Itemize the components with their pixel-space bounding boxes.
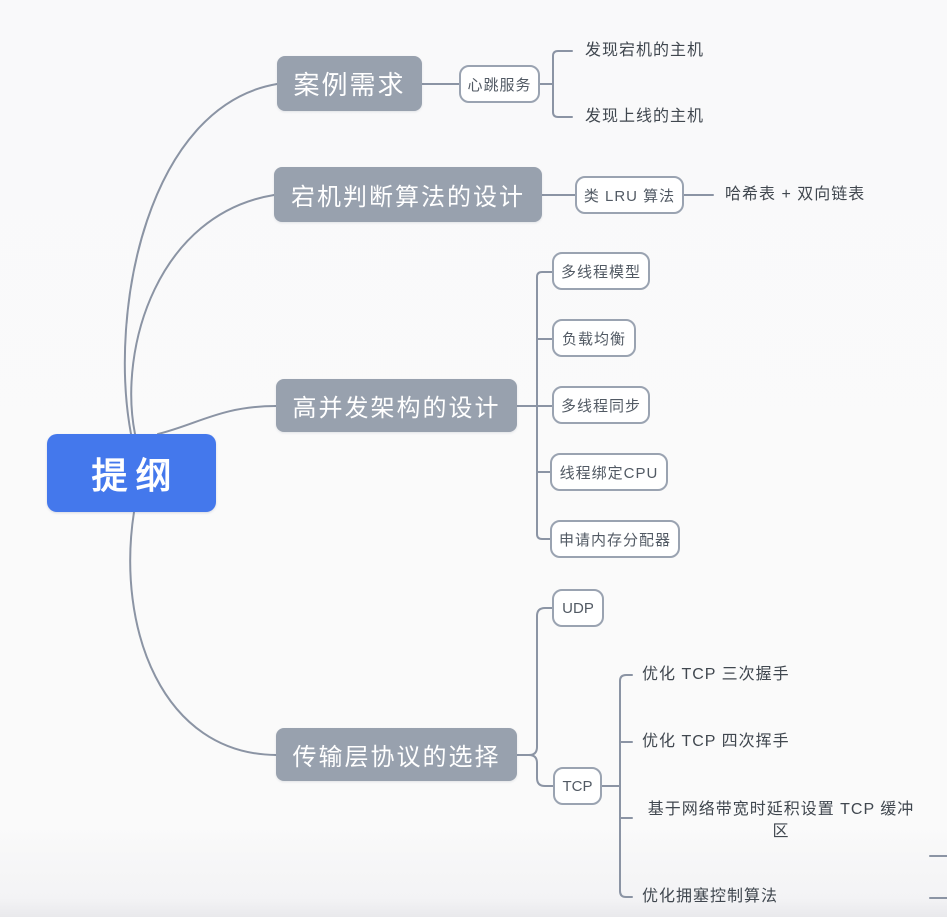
node-multithread-model[interactable]: 多线程模型 <box>552 252 650 290</box>
curve-root-to-transport-protocol <box>129 511 277 756</box>
node-lru-like-algorithm[interactable]: 类 LRU 算法 <box>575 176 684 214</box>
node-multithread-sync[interactable]: 多线程同步 <box>552 386 650 424</box>
leaf-discover-down-hosts[interactable]: 发现宕机的主机 <box>585 42 705 59</box>
curve-root-to-high-concurrency <box>157 405 277 435</box>
fork-to-tcp <box>528 754 554 787</box>
leaf-optimize-congestion-control[interactable]: 优化拥塞控制算法 <box>642 888 779 905</box>
fork-to-udp <box>528 607 553 756</box>
node-tcp[interactable]: TCP <box>553 767 602 805</box>
leaf-optimize-tcp-handshake[interactable]: 优化 TCP 三次握手 <box>642 666 790 683</box>
leaf-tcp-buffer-bdp[interactable]: 基于网络带宽时延积设置 TCP 缓冲区 <box>647 801 915 840</box>
branch-downtime-detection-algorithm[interactable]: 宕机判断算法的设计 <box>274 167 542 222</box>
node-thread-cpu-binding[interactable]: 线程绑定CPU <box>550 453 668 491</box>
leaf-discover-online-hosts[interactable]: 发现上线的主机 <box>585 108 705 125</box>
branch-case-requirements[interactable]: 案例需求 <box>277 56 422 111</box>
node-memory-allocator[interactable]: 申请内存分配器 <box>550 520 680 558</box>
node-udp[interactable]: UDP <box>552 589 604 627</box>
curve-root-to-case-requirements <box>123 83 278 435</box>
bracket-heartbeat-children <box>552 50 573 118</box>
bracket-tcp-children <box>619 674 633 898</box>
branch-transport-layer-protocol[interactable]: 传输层协议的选择 <box>276 728 517 781</box>
root-node-outline[interactable]: 提纲 <box>47 434 216 512</box>
node-heartbeat-service[interactable]: 心跳服务 <box>459 65 540 103</box>
node-load-balancing[interactable]: 负载均衡 <box>552 319 636 357</box>
curve-root-to-downtime-algorithm <box>130 194 275 435</box>
leaf-hashtable-doubly-linked-list[interactable]: 哈希表 + 双向链表 <box>725 186 866 203</box>
leaf-optimize-tcp-wavehand[interactable]: 优化 TCP 四次挥手 <box>642 733 790 750</box>
branch-high-concurrency-architecture[interactable]: 高并发架构的设计 <box>276 379 517 432</box>
